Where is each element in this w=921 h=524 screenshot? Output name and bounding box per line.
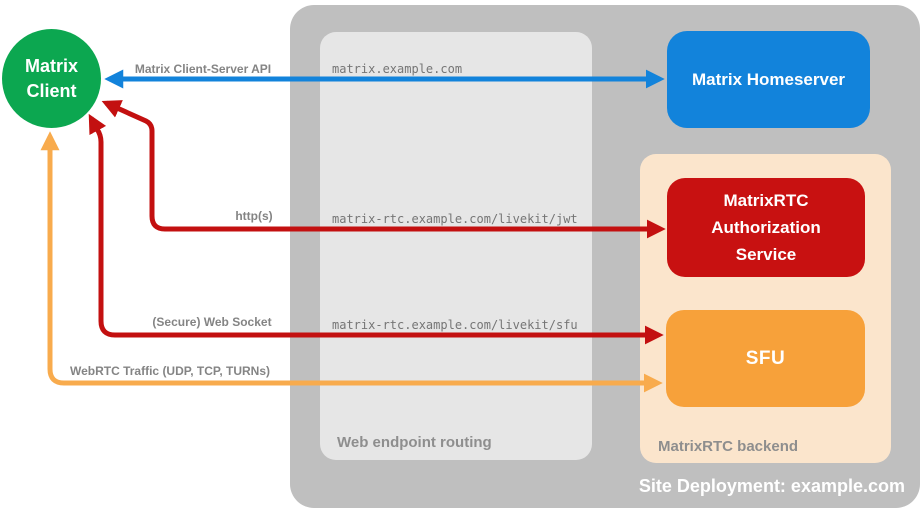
web-endpoint-routing-label: Web endpoint routing: [337, 434, 492, 451]
matrixrtc-backend-label: MatrixRTC backend: [658, 438, 799, 455]
endpoint-livekit-sfu: matrix-rtc.example.com/livekit/sfu: [332, 318, 578, 332]
connection-label-client-server-api: Matrix Client-Server API: [134, 62, 272, 76]
connection-label-https: http(s): [235, 209, 273, 223]
matrix-homeserver-label: Matrix Homeserver: [691, 69, 846, 89]
node-sfu: SFU: [666, 310, 865, 407]
node-matrix-client: Matrix Client: [2, 29, 101, 128]
endpoint-livekit-jwt: matrix-rtc.example.com/livekit/jwt: [332, 212, 578, 226]
site-deployment-label: Site Deployment: example.com: [638, 476, 905, 496]
sfu-label: SFU: [745, 347, 786, 369]
node-matrixrtc-authorization-service: MatrixRTC Authorization Service: [667, 178, 865, 277]
node-matrix-homeserver: Matrix Homeserver: [667, 31, 870, 128]
matrix-client-label: Matrix Client: [24, 55, 78, 101]
connection-label-webrtc-traffic: WebRTC Traffic (UDP, TCP, TURNs): [69, 364, 271, 378]
connection-label-secure-web-socket: (Secure) Web Socket: [152, 315, 272, 329]
endpoint-matrix-example-com: matrix.example.com: [332, 62, 463, 76]
matrixrtc-authorization-service-label: MatrixRTC Authorization Service: [711, 191, 821, 264]
web-endpoint-routing-container: Web endpoint routing: [320, 32, 592, 460]
